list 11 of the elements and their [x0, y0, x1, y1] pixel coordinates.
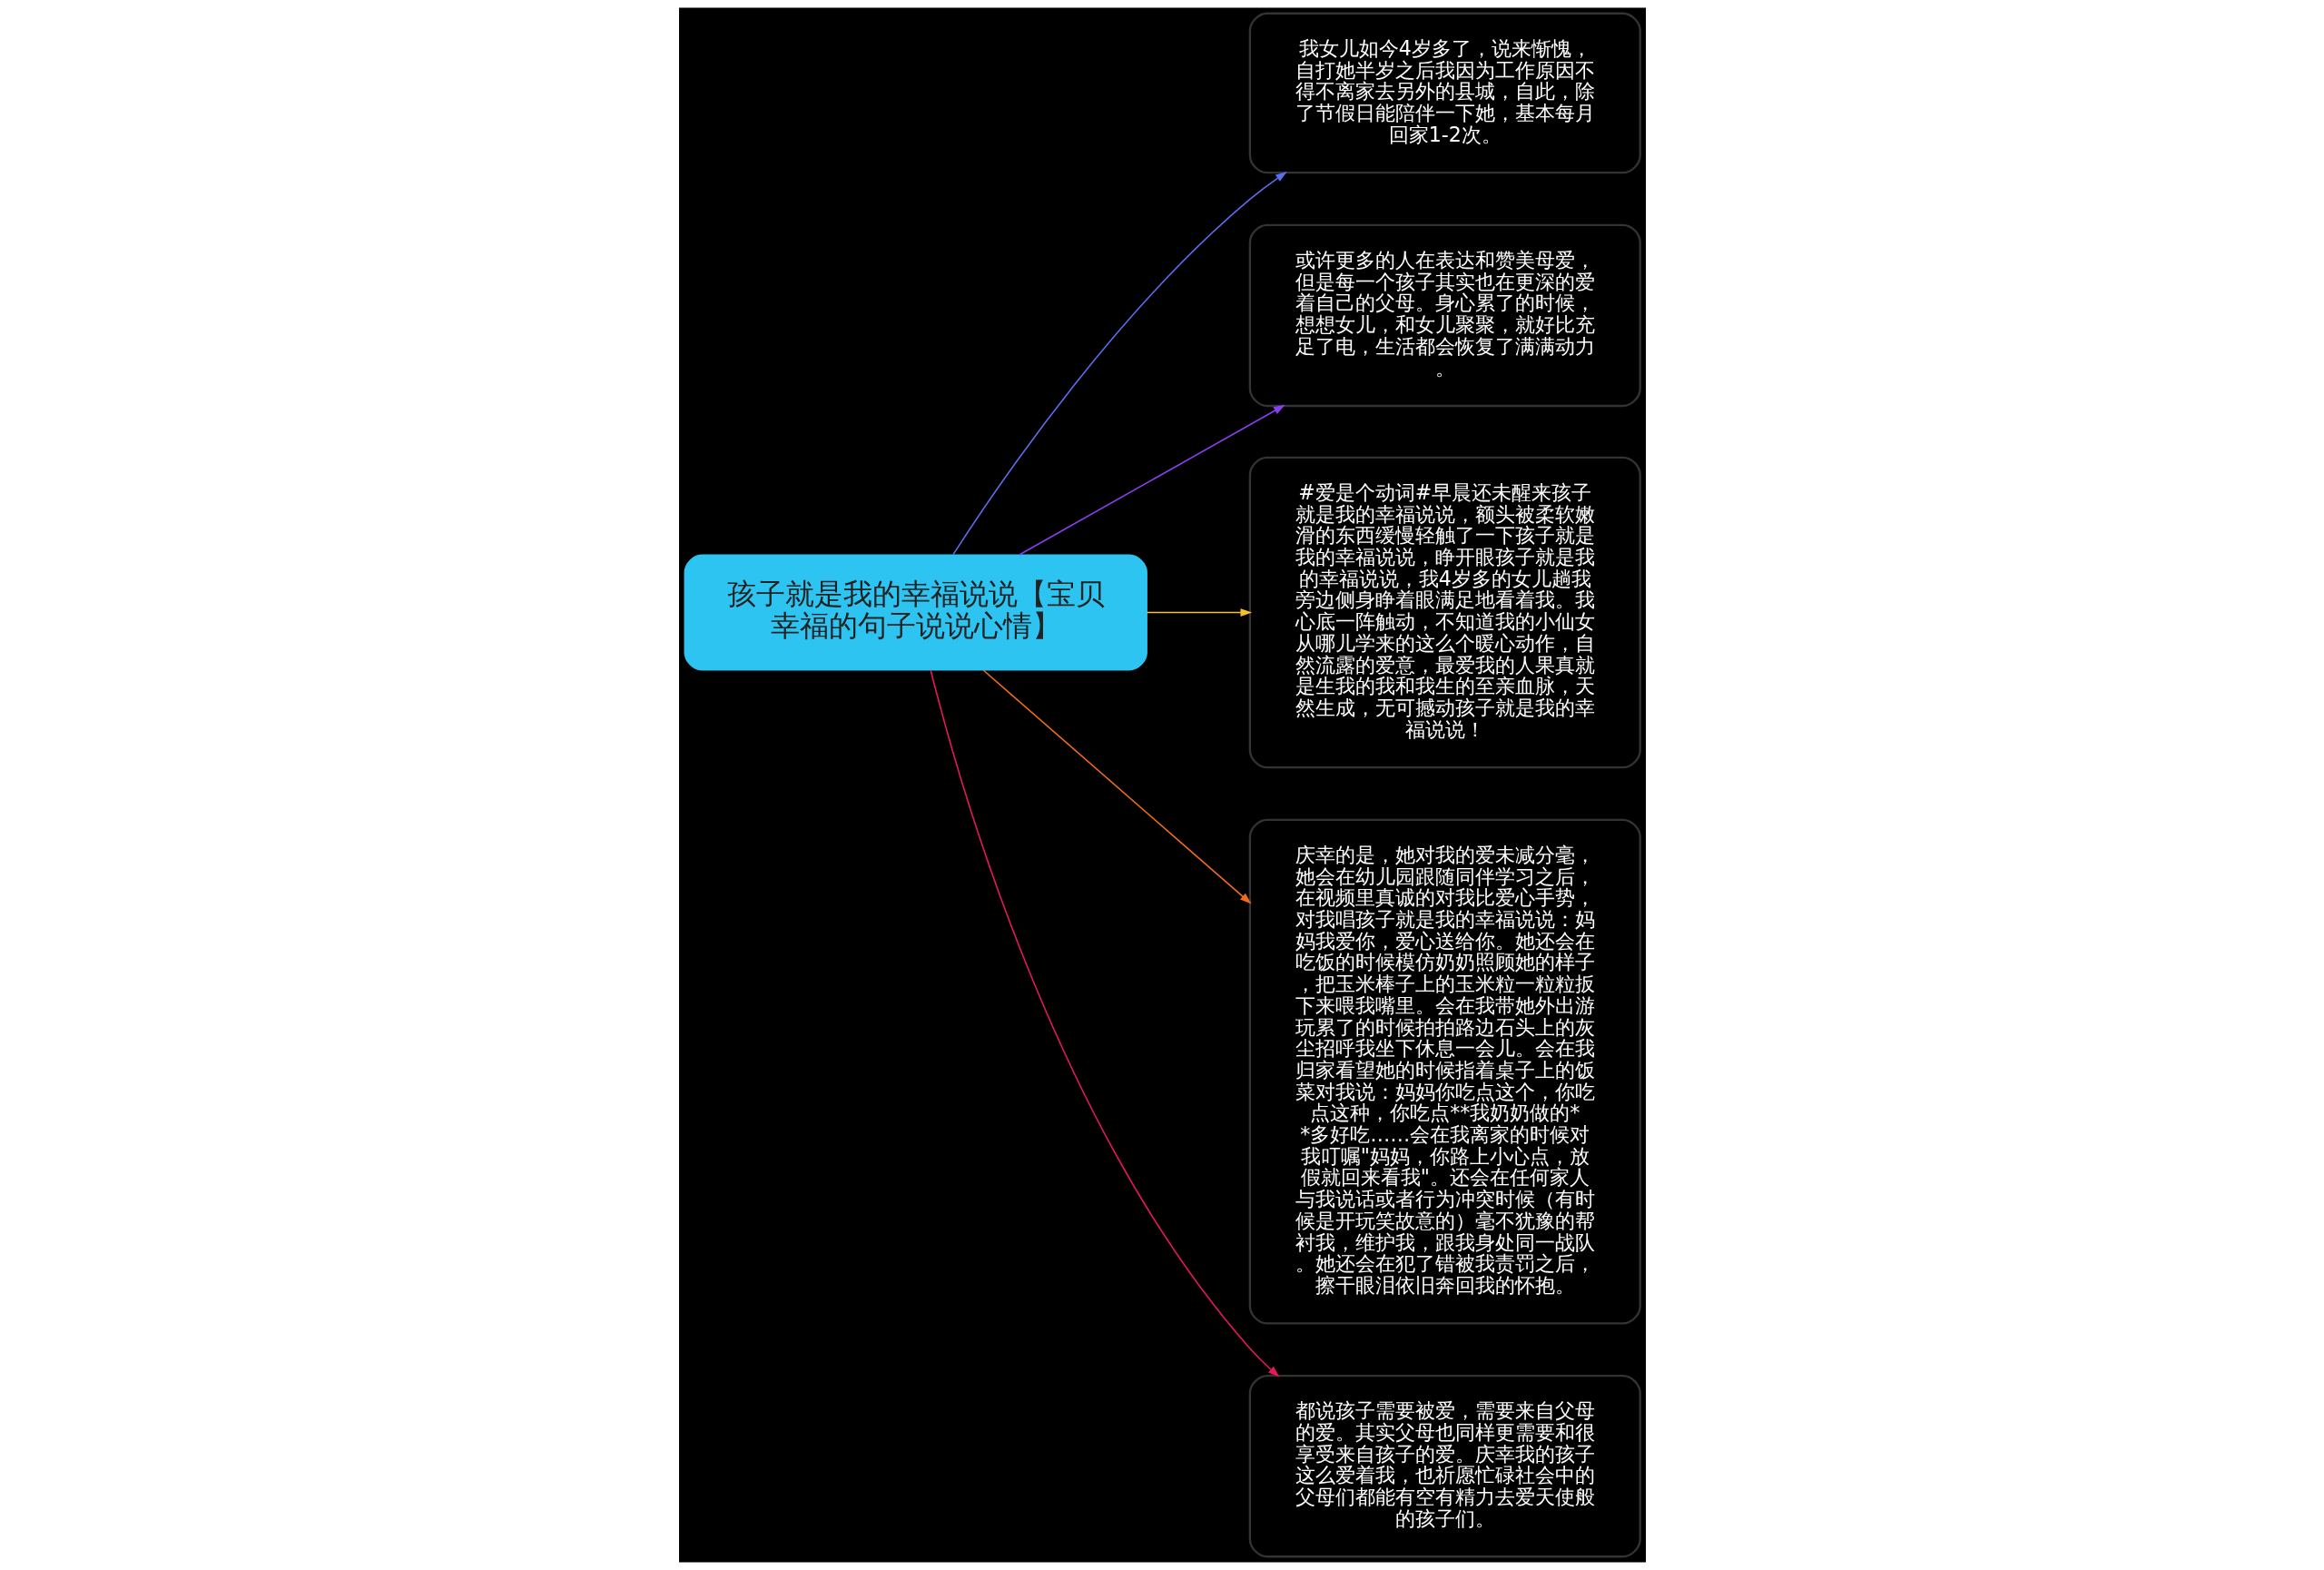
node-box: 都说孩子需要被爱，需要来自父母的爱。其实父母也同样更需要和很享受来自孩子的爱。庆幸我的孩子这么爱着我，也祈愿忙碌社会中的父母们都能有空有精力去爱天使般的孩子们。	[1248, 1374, 1641, 1558]
node-box: 我女儿如今4岁多了，说来惭愧，自打她半岁之后我因为工作原因不得不离家去另外的县城，自此，除了节假日能陪伴一下她，基本每月回家1-2次。	[1248, 12, 1641, 174]
arrow	[929, 669, 1279, 1377]
arrow	[981, 669, 1251, 904]
arrow	[1018, 404, 1285, 556]
arrow	[1146, 608, 1252, 617]
node-box: #爱是个动词#早晨还未醒来孩子就是我的幸福说说，额头被柔软嫩滑的东西缓慢轻触了一下孩子就是我的幸福说说，睁开眼孩子就是我的幸福说说，我4岁多的女儿趟我旁边侧身睁着眼满足地看着我。我心底一阵触动，不知道我的小仙女从哪儿学来的这么个暖心动作，自然流露的爱意，最爱我的人果真就是生我的我和我生的至亲血脉，天然生成，无可撼动孩子就是我的幸福说说！	[1248, 456, 1641, 769]
arrow	[951, 172, 1287, 556]
node-box: 孩子就是我的幸福说说【宝贝幸福的句子说说心情】	[684, 554, 1147, 671]
node-box: 庆幸的是，她对我的爱未减分毫，她会在幼儿园跟随同伴学习之后，在视频里真诚的对我比爱心手势，对我唱孩子就是我的幸福说说：妈妈我爱你，爱心送给你。她还会在吃饭的时候模仿奶奶照顾她的样子，把玉米棒子上的玉米粒一粒粒扳下来喂我嘴里。会在我带她外出游玩累了的时候拍拍路边石头上的灰尘招呼我坐下休息一会儿。会在我归家看望她的时候指着桌子上的饭菜对我说：妈妈你吃点这个，你吃点这种，你吃点**我奶奶做的**多好吃……会在我离家的时候对我叮嘱"妈妈，你路上小心点，放假就回来看我"。还会在任何家人与我说话或者行为冲突时候（有时候是开玩笑故意的）毫不犹豫的帮衬我，维护我，跟我身处同一战队。她还会在犯了错被我责罚之后，擦干眼泪依旧奔回我的怀抱。	[1248, 818, 1641, 1325]
node-box: 或许更多的人在表达和赞美母爱，但是每一个孩子其实也在更深的爱着自己的父母。身心累了的时候，想想女儿，和女儿聚聚，就好比充足了电，生活都会恢复了满满动力。	[1248, 223, 1641, 408]
